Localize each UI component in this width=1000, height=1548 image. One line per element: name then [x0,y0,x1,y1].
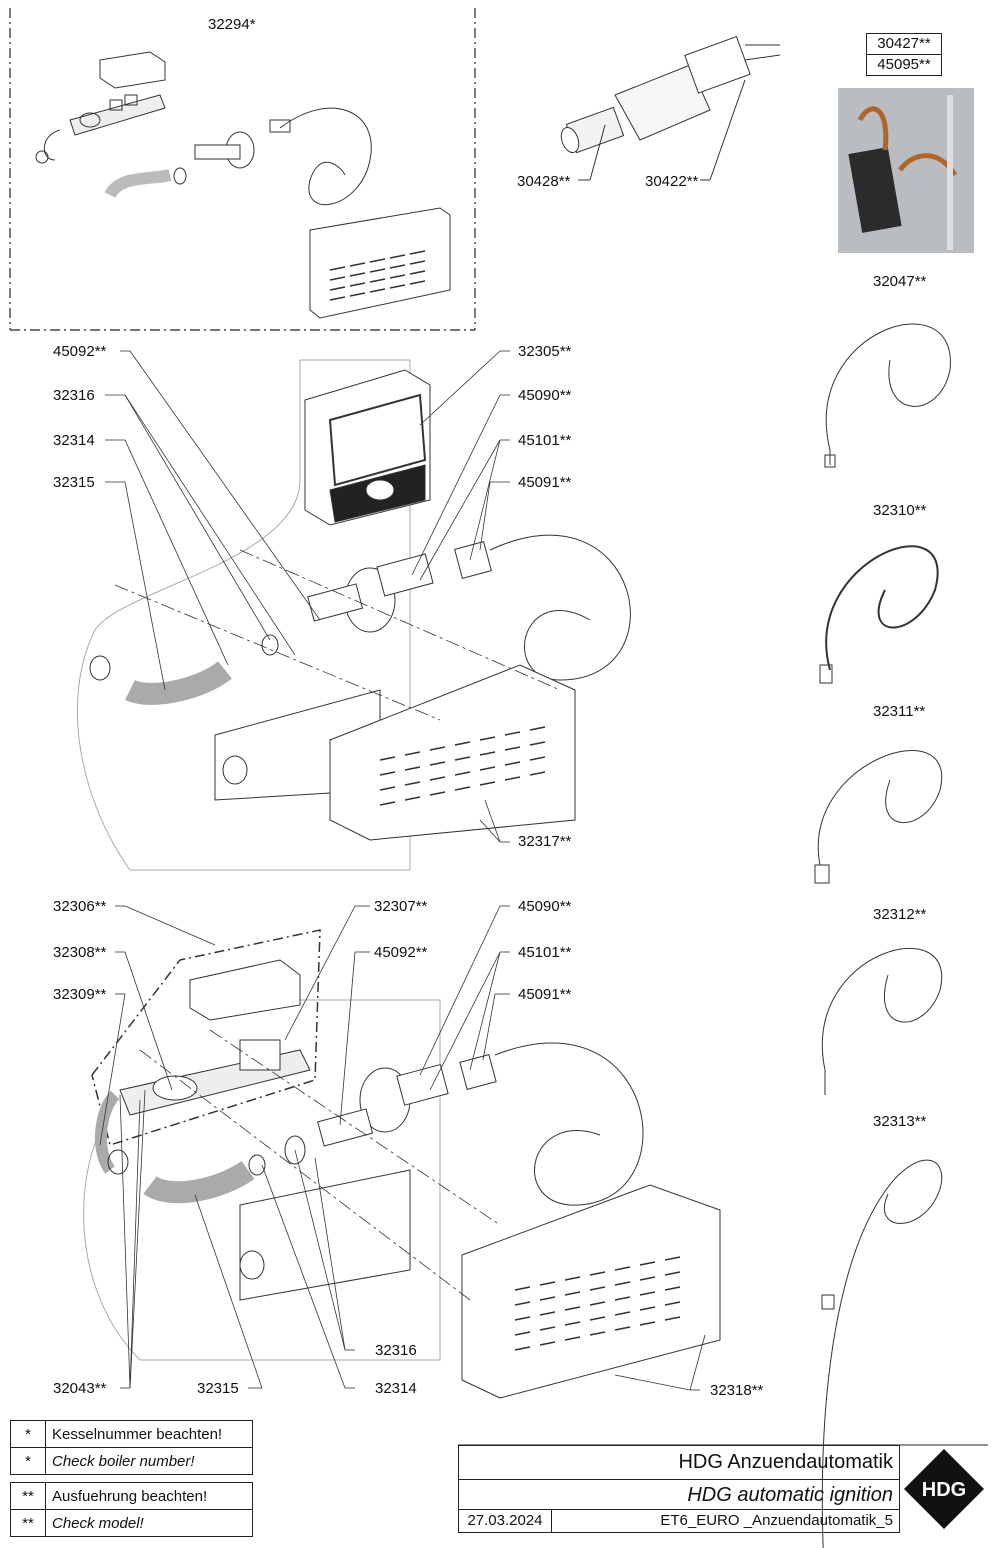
legend-row: * Kesselnummer beachten! [10,1420,253,1448]
legend-text: Kesselnummer beachten! [45,1420,253,1448]
legend-row: * Check boiler number! [10,1447,253,1475]
top-kit-frame [9,8,476,331]
bottom-right-label-3: 45091** [518,986,572,1003]
title-en: HDG automatic ignition [687,1484,893,1506]
cable-label-1: 32047** [873,273,927,290]
cable-illustrations [814,323,951,1548]
bottom-lower-label-5: 32318** [710,1382,764,1399]
legend-symbol: * [10,1420,46,1448]
bottom-center-label-2: 45092** [374,944,428,961]
bottom-center-label-1: 32307** [374,898,428,915]
hdg-logo-icon: HDG [904,1449,984,1529]
bottom-left-label-3: 32309** [53,986,107,1003]
middle-cover-label: 32317** [518,833,572,850]
legend-text: Ausfuehrung beachten! [45,1482,253,1510]
drawing-id: ET6_EURO _Anzuendautomatik_5 [660,1512,893,1529]
cable-label-2: 32310** [873,502,927,519]
part-number-2: 45095** [877,56,931,73]
bottom-left-label-2: 32308** [53,944,107,961]
hdg-logo-text: HDG [922,1479,966,1501]
middle-left-label-1: 45092** [53,343,107,360]
title-row-en: HDG automatic ignition [459,1480,899,1510]
middle-left-label-2: 32316 [53,387,95,404]
legend-text: Check model! [45,1509,253,1537]
bottom-lower-label-4: 32314 [375,1380,417,1397]
middle-right-label-1: 32305** [518,343,572,360]
legend-symbol: ** [10,1482,46,1510]
hdg-logo: HDG [900,1445,988,1533]
title-row-de: HDG Anzuendautomatik [459,1446,899,1480]
cable-label-5: 32313** [873,1113,927,1130]
middle-left-label-3: 32314 [53,432,95,449]
legend-text: Check boiler number! [45,1447,253,1475]
bottom-assembly-illustration [83,905,721,1399]
kit-label: 32294* [208,16,256,33]
legend-symbol: ** [10,1509,46,1537]
bottom-right-label-1: 45090** [518,898,572,915]
bottom-lower-label-1: 32043** [53,1380,107,1397]
legend-row: ** Ausfuehrung beachten! [10,1482,253,1510]
cable-label-4: 32312** [873,906,927,923]
part-number-1: 30427** [867,34,941,55]
legend-symbol: * [10,1447,46,1475]
title-block: HDG Anzuendautomatik HDG automatic ignit… [458,1445,900,1533]
top-kit-illustration [35,51,451,319]
part-number-box: 30427** 45095** [866,33,942,76]
drawing-date: 27.03.2024 [459,1510,552,1532]
middle-left-label-4: 32315 [53,474,95,491]
cable-label-3: 32311** [873,703,926,720]
bottom-right-label-2: 45101** [518,944,572,961]
title-de: HDG Anzuendautomatik [678,1451,893,1473]
igniter-illustration [560,35,781,181]
legend-row: ** Check model! [10,1509,253,1537]
bottom-left-label-1: 32306** [53,898,107,915]
middle-right-label-3: 45101** [518,432,572,449]
legend-model: ** Ausfuehrung beachten! ** Check model! [10,1482,253,1537]
bottom-lower-label-3: 32316 [375,1342,417,1359]
igniter-body-label: 30422** [645,173,699,190]
heating-element-photo [838,88,974,253]
middle-right-label-4: 45091** [518,474,572,491]
middle-right-label-2: 45090** [518,387,572,404]
igniter-tip-label: 30428** [517,173,571,190]
legend-boiler-number: * Kesselnummer beachten! * Check boiler … [10,1420,253,1475]
middle-assembly-illustration [76,350,631,871]
bottom-lower-label-2: 32315 [197,1380,239,1397]
